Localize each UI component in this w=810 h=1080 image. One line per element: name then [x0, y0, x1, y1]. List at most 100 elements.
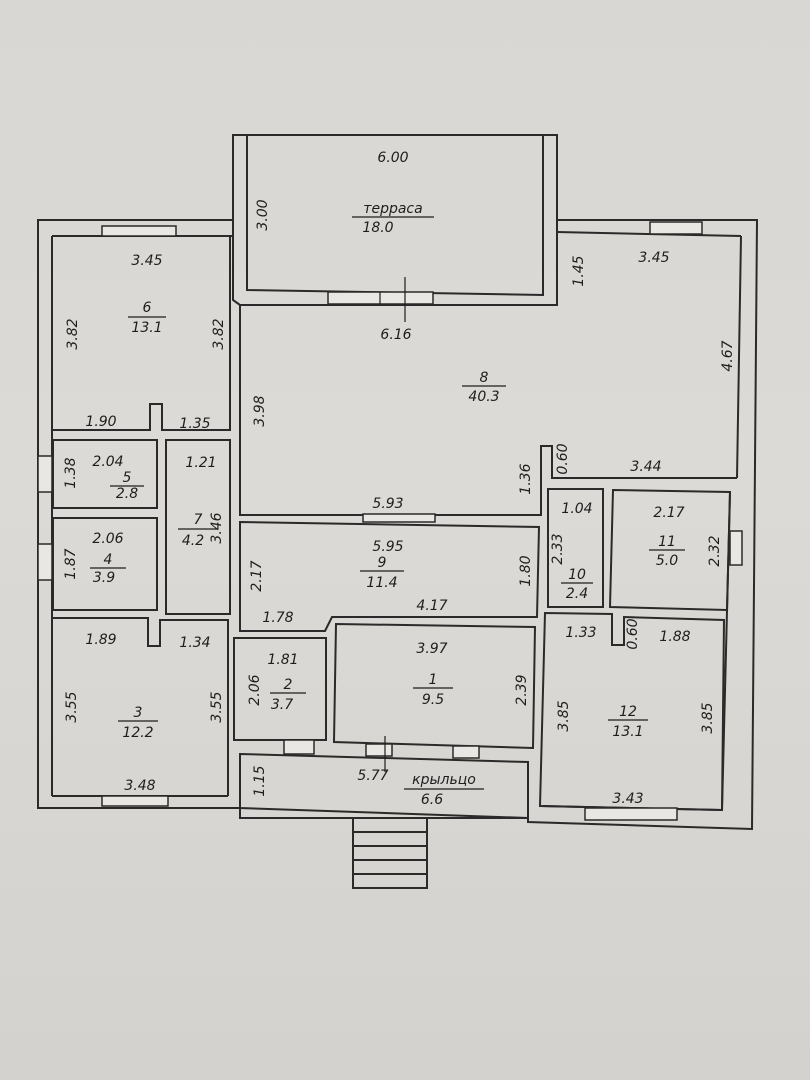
dim-r12-bottom: 3.43 — [612, 791, 643, 807]
dim-r5-left: 1.38 — [63, 457, 79, 488]
room-label-5: 5 2.8 — [110, 470, 144, 502]
dim-porch-depth: 1.15 — [252, 765, 268, 796]
windows — [37, 221, 743, 821]
dim-r1-right: 2.39 — [514, 674, 530, 705]
room-4-walls — [52, 517, 158, 611]
room-area: 9.5 — [422, 692, 444, 708]
dim-r8-left: 3.98 — [252, 395, 268, 426]
room-label-10: 10 2.4 — [561, 567, 593, 602]
room-number: 3 — [134, 705, 143, 721]
dim-r10-top: 1.04 — [561, 501, 592, 517]
room-number: 11 — [658, 534, 676, 550]
room-10-walls — [547, 488, 604, 608]
room-area: 13.1 — [131, 320, 162, 336]
room-label-2: 2 3.7 — [270, 677, 306, 713]
room-number: 10 — [568, 567, 586, 583]
room-label-terrace: терраса 18.0 — [352, 201, 434, 236]
room-9-walls — [239, 520, 541, 632]
dim-r4-top: 2.06 — [92, 531, 123, 547]
room-label-12: 12 13.1 — [608, 704, 648, 740]
room-area: 18.0 — [362, 220, 393, 236]
dimension-labels-vertical: 3.00 3.82 3.82 1.45 4.67 3.98 0.60 1.36 … — [63, 199, 736, 796]
dim-r12-top-b: 1.88 — [659, 629, 690, 645]
dim-r9-bottom: 4.17 — [416, 598, 447, 614]
dim-r5-top: 2.04 — [92, 454, 123, 470]
dim-r6-left: 3.82 — [65, 318, 81, 349]
dim-r10-left: 2.33 — [550, 533, 566, 564]
room-area: 4.2 — [182, 533, 204, 549]
dim-r8-right-top: 3.45 — [638, 250, 669, 266]
room-area: 11.4 — [366, 575, 397, 591]
room-label-3: 3 12.2 — [118, 705, 158, 741]
dim-r9-right: 1.80 — [518, 555, 534, 586]
dim-r8-bottom: 5.93 — [372, 496, 403, 512]
dim-r11-right: 2.32 — [707, 535, 723, 566]
room-area: 2.4 — [566, 586, 588, 602]
dim-terrace-width: 6.00 — [377, 150, 408, 166]
dim-r6-right: 3.82 — [211, 318, 227, 349]
room-number: 12 — [619, 704, 637, 720]
room-label-9: 9 11.4 — [360, 555, 404, 591]
dim-r7-right: 3.46 — [209, 512, 225, 543]
dim-r12-right: 3.85 — [700, 702, 716, 733]
dim-porch-width: 5.77 — [357, 768, 388, 784]
room-number: 2 — [284, 677, 293, 693]
dim-r8-notch-w: 0.60 — [555, 443, 571, 474]
dim-r1-top: 3.97 — [416, 641, 447, 657]
dim-r2-left: 2.06 — [247, 674, 263, 705]
dim-r8-notch-h: 1.36 — [518, 463, 534, 494]
dim-r8-top: 6.16 — [380, 327, 411, 343]
dim-r8-bottom-right: 3.44 — [630, 459, 661, 475]
room-area: 3.7 — [271, 697, 293, 713]
dim-r3-right: 3.55 — [209, 691, 225, 722]
dim-r2-top: 1.81 — [267, 652, 298, 668]
dim-r12-left: 3.85 — [556, 700, 572, 731]
porch-stairs — [352, 817, 428, 889]
dim-r6-top: 3.45 — [131, 253, 162, 269]
room-3-walls — [53, 617, 229, 796]
room-label-porch: крыльцо 6.6 — [404, 772, 484, 808]
room-7-walls — [165, 439, 231, 615]
dimension-labels: 6.00 3.45 1.90 1.35 3.45 6.16 5.93 3.44 … — [85, 150, 690, 807]
room-area: 40.3 — [468, 389, 499, 405]
room-area: 3.9 — [93, 570, 115, 586]
room-11-walls — [608, 488, 732, 612]
room-label-11: 11 5.0 — [649, 534, 685, 569]
room-5-walls — [52, 439, 158, 509]
dim-r6-bottom-a: 1.90 — [85, 414, 116, 430]
dim-r11-top: 2.17 — [653, 505, 684, 521]
room-label-7: 7 4.2 — [178, 512, 218, 549]
room-number: 7 — [194, 512, 203, 528]
room-number: крыльцо — [412, 772, 476, 788]
room-label-6: 6 13.1 — [128, 300, 166, 336]
room-8-walls — [239, 232, 737, 516]
room-area: 12.2 — [122, 725, 153, 741]
dim-r12-notch: 0.60 — [625, 618, 641, 649]
room-label-4: 4 3.9 — [90, 552, 126, 586]
room-number: 9 — [378, 555, 387, 571]
room-2-walls — [233, 637, 327, 741]
dim-r4-left: 1.87 — [63, 548, 79, 579]
dim-terrace-depth: 3.00 — [255, 199, 271, 230]
dim-r8-right: 4.67 — [720, 340, 736, 371]
room-number: 1 — [429, 672, 438, 688]
dim-r9-left: 2.17 — [249, 560, 265, 591]
room-area: 2.8 — [116, 486, 138, 502]
room-number: 6 — [143, 300, 152, 316]
room-area: 13.1 — [612, 724, 643, 740]
dim-r3-top-b: 1.34 — [179, 635, 210, 651]
room-label-8: 8 40.3 — [462, 370, 506, 405]
room-number: 4 — [104, 552, 113, 568]
dim-r3-top-a: 1.89 — [85, 632, 116, 648]
dim-r3-left: 3.55 — [64, 691, 80, 722]
room-number: 5 — [123, 470, 132, 486]
porch-walls — [239, 752, 529, 820]
dim-r6-bottom-b: 1.35 — [179, 416, 210, 432]
dim-r8-left-stub: 1.45 — [571, 255, 587, 286]
room-6-walls — [51, 236, 231, 431]
room-number: терраса — [363, 201, 422, 217]
dim-r9-top: 5.95 — [372, 539, 403, 555]
room-area: 5.0 — [656, 553, 678, 569]
